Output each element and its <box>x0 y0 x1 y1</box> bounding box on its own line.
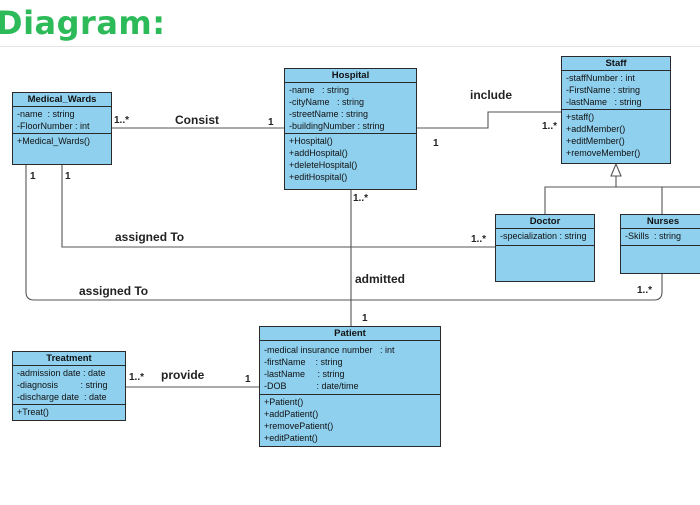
multiplicity-hospital-consist: 1 <box>268 117 274 128</box>
methods-section: +Hospital() +addHospital() +deleteHospit… <box>285 134 416 184</box>
class-name: Hospital <box>285 69 416 83</box>
attribute: -lastName : string <box>264 369 345 379</box>
attributes-section: -admission date : date -diagnosis : stri… <box>13 366 125 405</box>
method: +Hospital() <box>289 136 333 146</box>
multiplicity-nurses-assigned: 1..* <box>637 285 653 296</box>
attribute: -buildingNumber : string <box>289 121 385 131</box>
class-doctor: Doctor -specialization : string <box>495 214 595 282</box>
label-assigned-to-nurses: assigned To <box>79 284 149 298</box>
nurses-generalization-line <box>616 186 663 214</box>
method: +staff() <box>566 112 595 122</box>
attribute: -lastName : string <box>566 97 642 107</box>
multiplicity-staff-include: 1..* <box>542 121 558 132</box>
attribute: -Skills : string <box>625 231 682 241</box>
class-name: Doctor <box>496 215 594 229</box>
method: +Treat() <box>17 407 49 417</box>
attributes-section: -name : string -FloorNumber : int <box>13 107 111 134</box>
class-name: Staff <box>562 57 670 71</box>
label-include: include <box>470 88 513 102</box>
include-line <box>416 111 561 129</box>
attribute: -firstName : string <box>264 357 343 367</box>
multiplicity-wards-right: 1 <box>65 171 71 182</box>
label-provide: provide <box>161 368 205 382</box>
class-name: Treatment <box>13 352 125 366</box>
method: +editPatient() <box>264 433 318 443</box>
label-assigned-to-doctor: assigned To <box>115 230 185 244</box>
assigned-nurses-line <box>25 165 663 301</box>
page-heading: Diagram: <box>0 4 166 42</box>
method: +addPatient() <box>264 409 319 419</box>
class-treatment: Treatment -admission date : date -diagno… <box>12 351 126 421</box>
method: +Patient() <box>264 397 304 407</box>
multiplicity-wards-consist: 1..* <box>114 115 130 126</box>
method: +editHospital() <box>289 172 348 182</box>
multiplicity-treatment-provide: 1..* <box>129 372 145 383</box>
attributes-section: -name : string -cityName : string -stree… <box>285 83 416 134</box>
class-medical-wards: Medical_Wards -name : string -FloorNumbe… <box>12 92 112 165</box>
method: +removePatient() <box>264 421 334 431</box>
class-patient: Patient -medical insurance number : int … <box>259 326 441 447</box>
attribute: -diagnosis : string <box>17 380 108 390</box>
attributes-section: -Skills : string <box>621 229 700 246</box>
multiplicity-patient-admitted: 1 <box>362 313 368 324</box>
class-name: Medical_Wards <box>13 93 111 107</box>
multiplicity-hospital-include: 1 <box>433 138 439 149</box>
label-consist: Consist <box>175 113 220 127</box>
attribute: -discharge date : date <box>17 392 107 402</box>
method: +addMember() <box>566 124 626 134</box>
class-name: Patient <box>260 327 440 341</box>
attribute: -specialization : string <box>500 231 587 241</box>
class-nurses: Nurses -Skills : string <box>620 214 700 274</box>
multiplicity-doctor-assigned: 1..* <box>471 234 487 245</box>
attribute: -admission date : date <box>17 368 106 378</box>
attribute: -staffNumber : int <box>566 73 635 83</box>
multiplicity-patient-provide: 1 <box>245 374 251 385</box>
attributes-section: -staffNumber : int -FirstName : string -… <box>562 71 670 110</box>
generalization-arrowhead <box>610 162 622 177</box>
method: +addHospital() <box>289 148 348 158</box>
methods-section: +staff() +addMember() +editMember() +rem… <box>562 110 670 160</box>
multiplicity-hospital-admitted: 1..* <box>353 193 369 204</box>
method: +deleteHospital() <box>289 160 358 170</box>
methods-section <box>496 246 594 248</box>
methods-section: +Medical_Wards() <box>13 134 111 148</box>
attribute: -medical insurance number : int <box>264 345 395 355</box>
attribute: -FirstName : string <box>566 85 641 95</box>
attribute: -streetName : string <box>289 109 369 119</box>
method: +Medical_Wards() <box>17 136 90 146</box>
doctor-generalization-line <box>544 176 617 214</box>
method: +removeMember() <box>566 148 641 158</box>
attributes-section: -specialization : string <box>496 229 594 246</box>
attribute: -DOB : date/time <box>264 381 359 391</box>
method: +editMember() <box>566 136 625 146</box>
label-admitted: admitted <box>355 272 406 286</box>
methods-section <box>621 246 700 248</box>
multiplicity-wards-left: 1 <box>30 171 36 182</box>
methods-section: +Patient() +addPatient() +removePatient(… <box>260 395 440 445</box>
attribute: -cityName : string <box>289 97 365 107</box>
class-name: Nurses <box>621 215 700 229</box>
class-hospital: Hospital -name : string -cityName : stri… <box>284 68 417 190</box>
attribute: -name : string <box>289 85 350 95</box>
attribute: -FloorNumber : int <box>17 121 90 131</box>
class-staff: Staff -staffNumber : int -FirstName : st… <box>561 56 671 164</box>
methods-section: +Treat() <box>13 405 125 419</box>
attributes-section: -medical insurance number : int -firstNa… <box>260 341 440 395</box>
heading-divider <box>0 46 700 47</box>
attribute: -name : string <box>17 109 75 119</box>
